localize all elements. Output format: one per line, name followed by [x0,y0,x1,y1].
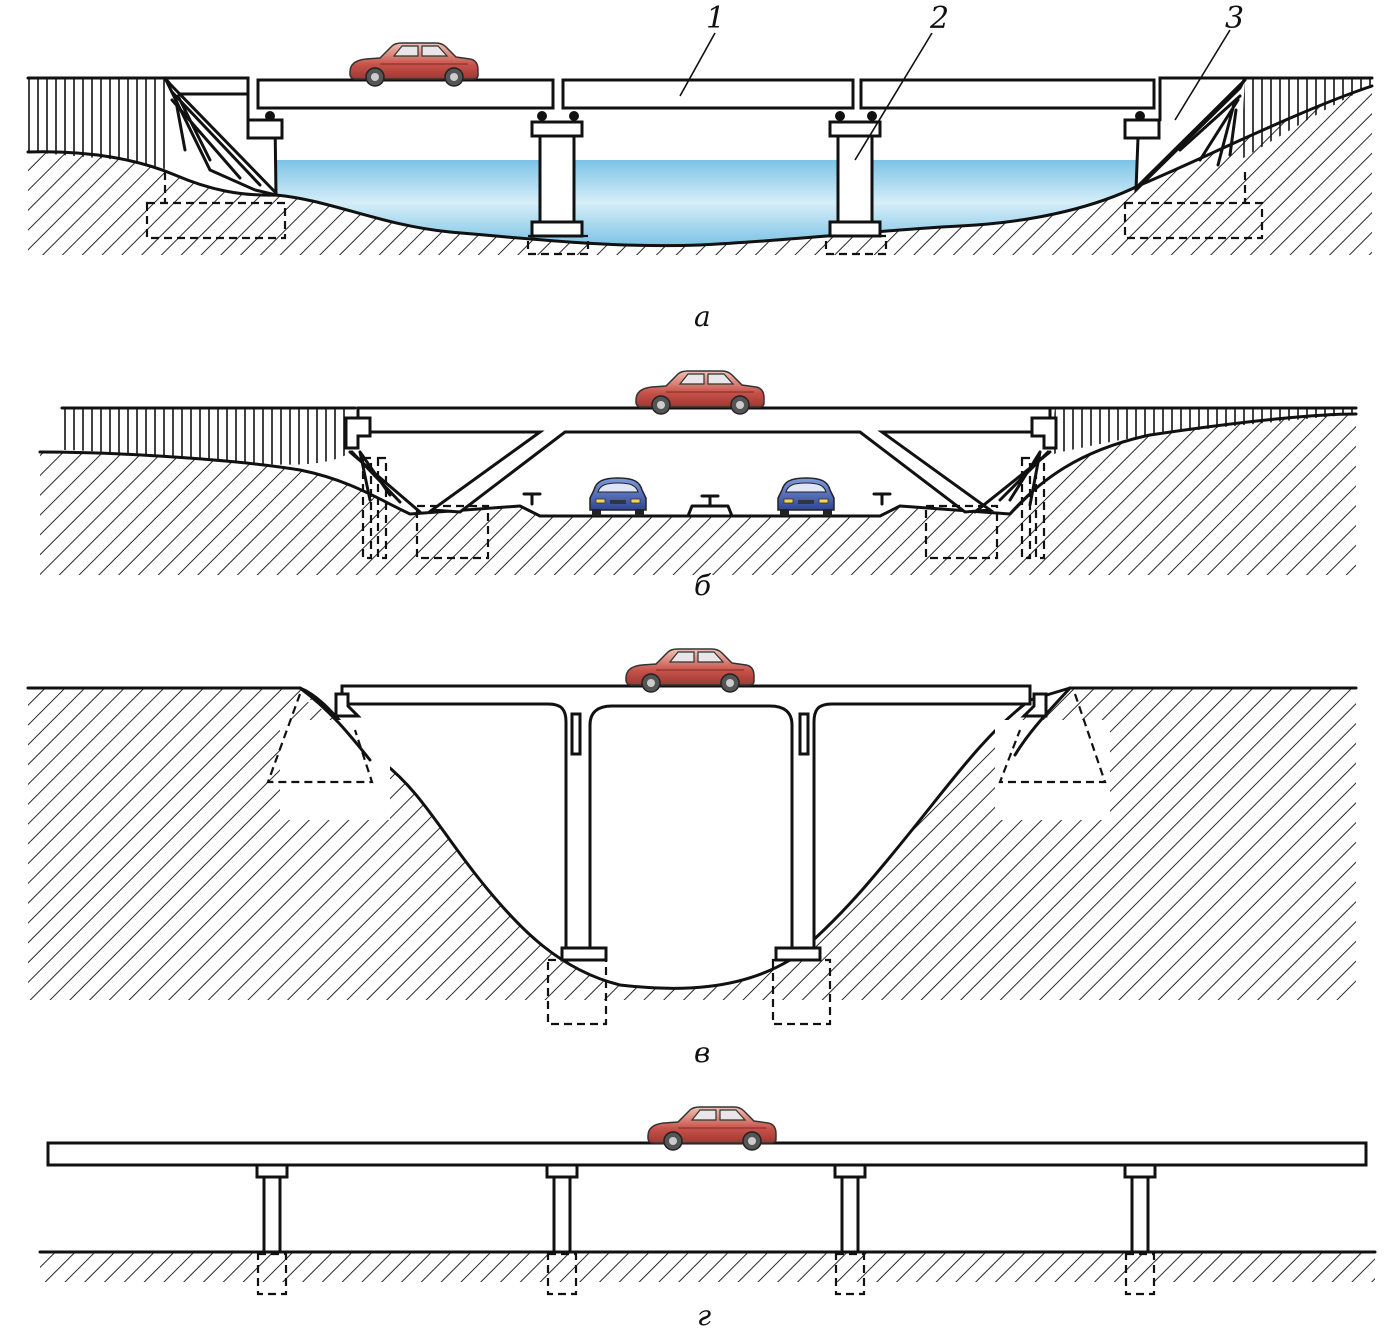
callout-1: 1 [706,1,725,36]
callout-2: 2 [929,1,949,36]
column-1 [255,1163,289,1296]
panel-label-b: б [694,569,712,602]
panel-label-c: в [694,1036,710,1069]
panel-b: б [38,370,1358,602]
panel-d: г [38,1106,1377,1332]
panel-a: 1 2 3 а [26,1,1378,333]
water [276,160,1138,246]
deck-span-2 [561,78,855,110]
panel-label-a: а [694,300,711,333]
pier-1 [526,120,590,256]
pier-2 [824,120,888,256]
panel-c: в [26,648,1358,1069]
deck-d [46,1141,1368,1167]
column-2 [545,1163,579,1296]
column-3 [833,1163,867,1296]
frame-deck-c [340,684,1032,952]
callout-3: 3 [1225,1,1244,36]
deck-span-3 [859,78,1156,110]
column-4 [1123,1163,1157,1296]
panel-label-d: г [697,1299,711,1332]
left-embankment [28,78,170,170]
deck-span-1 [256,78,555,110]
